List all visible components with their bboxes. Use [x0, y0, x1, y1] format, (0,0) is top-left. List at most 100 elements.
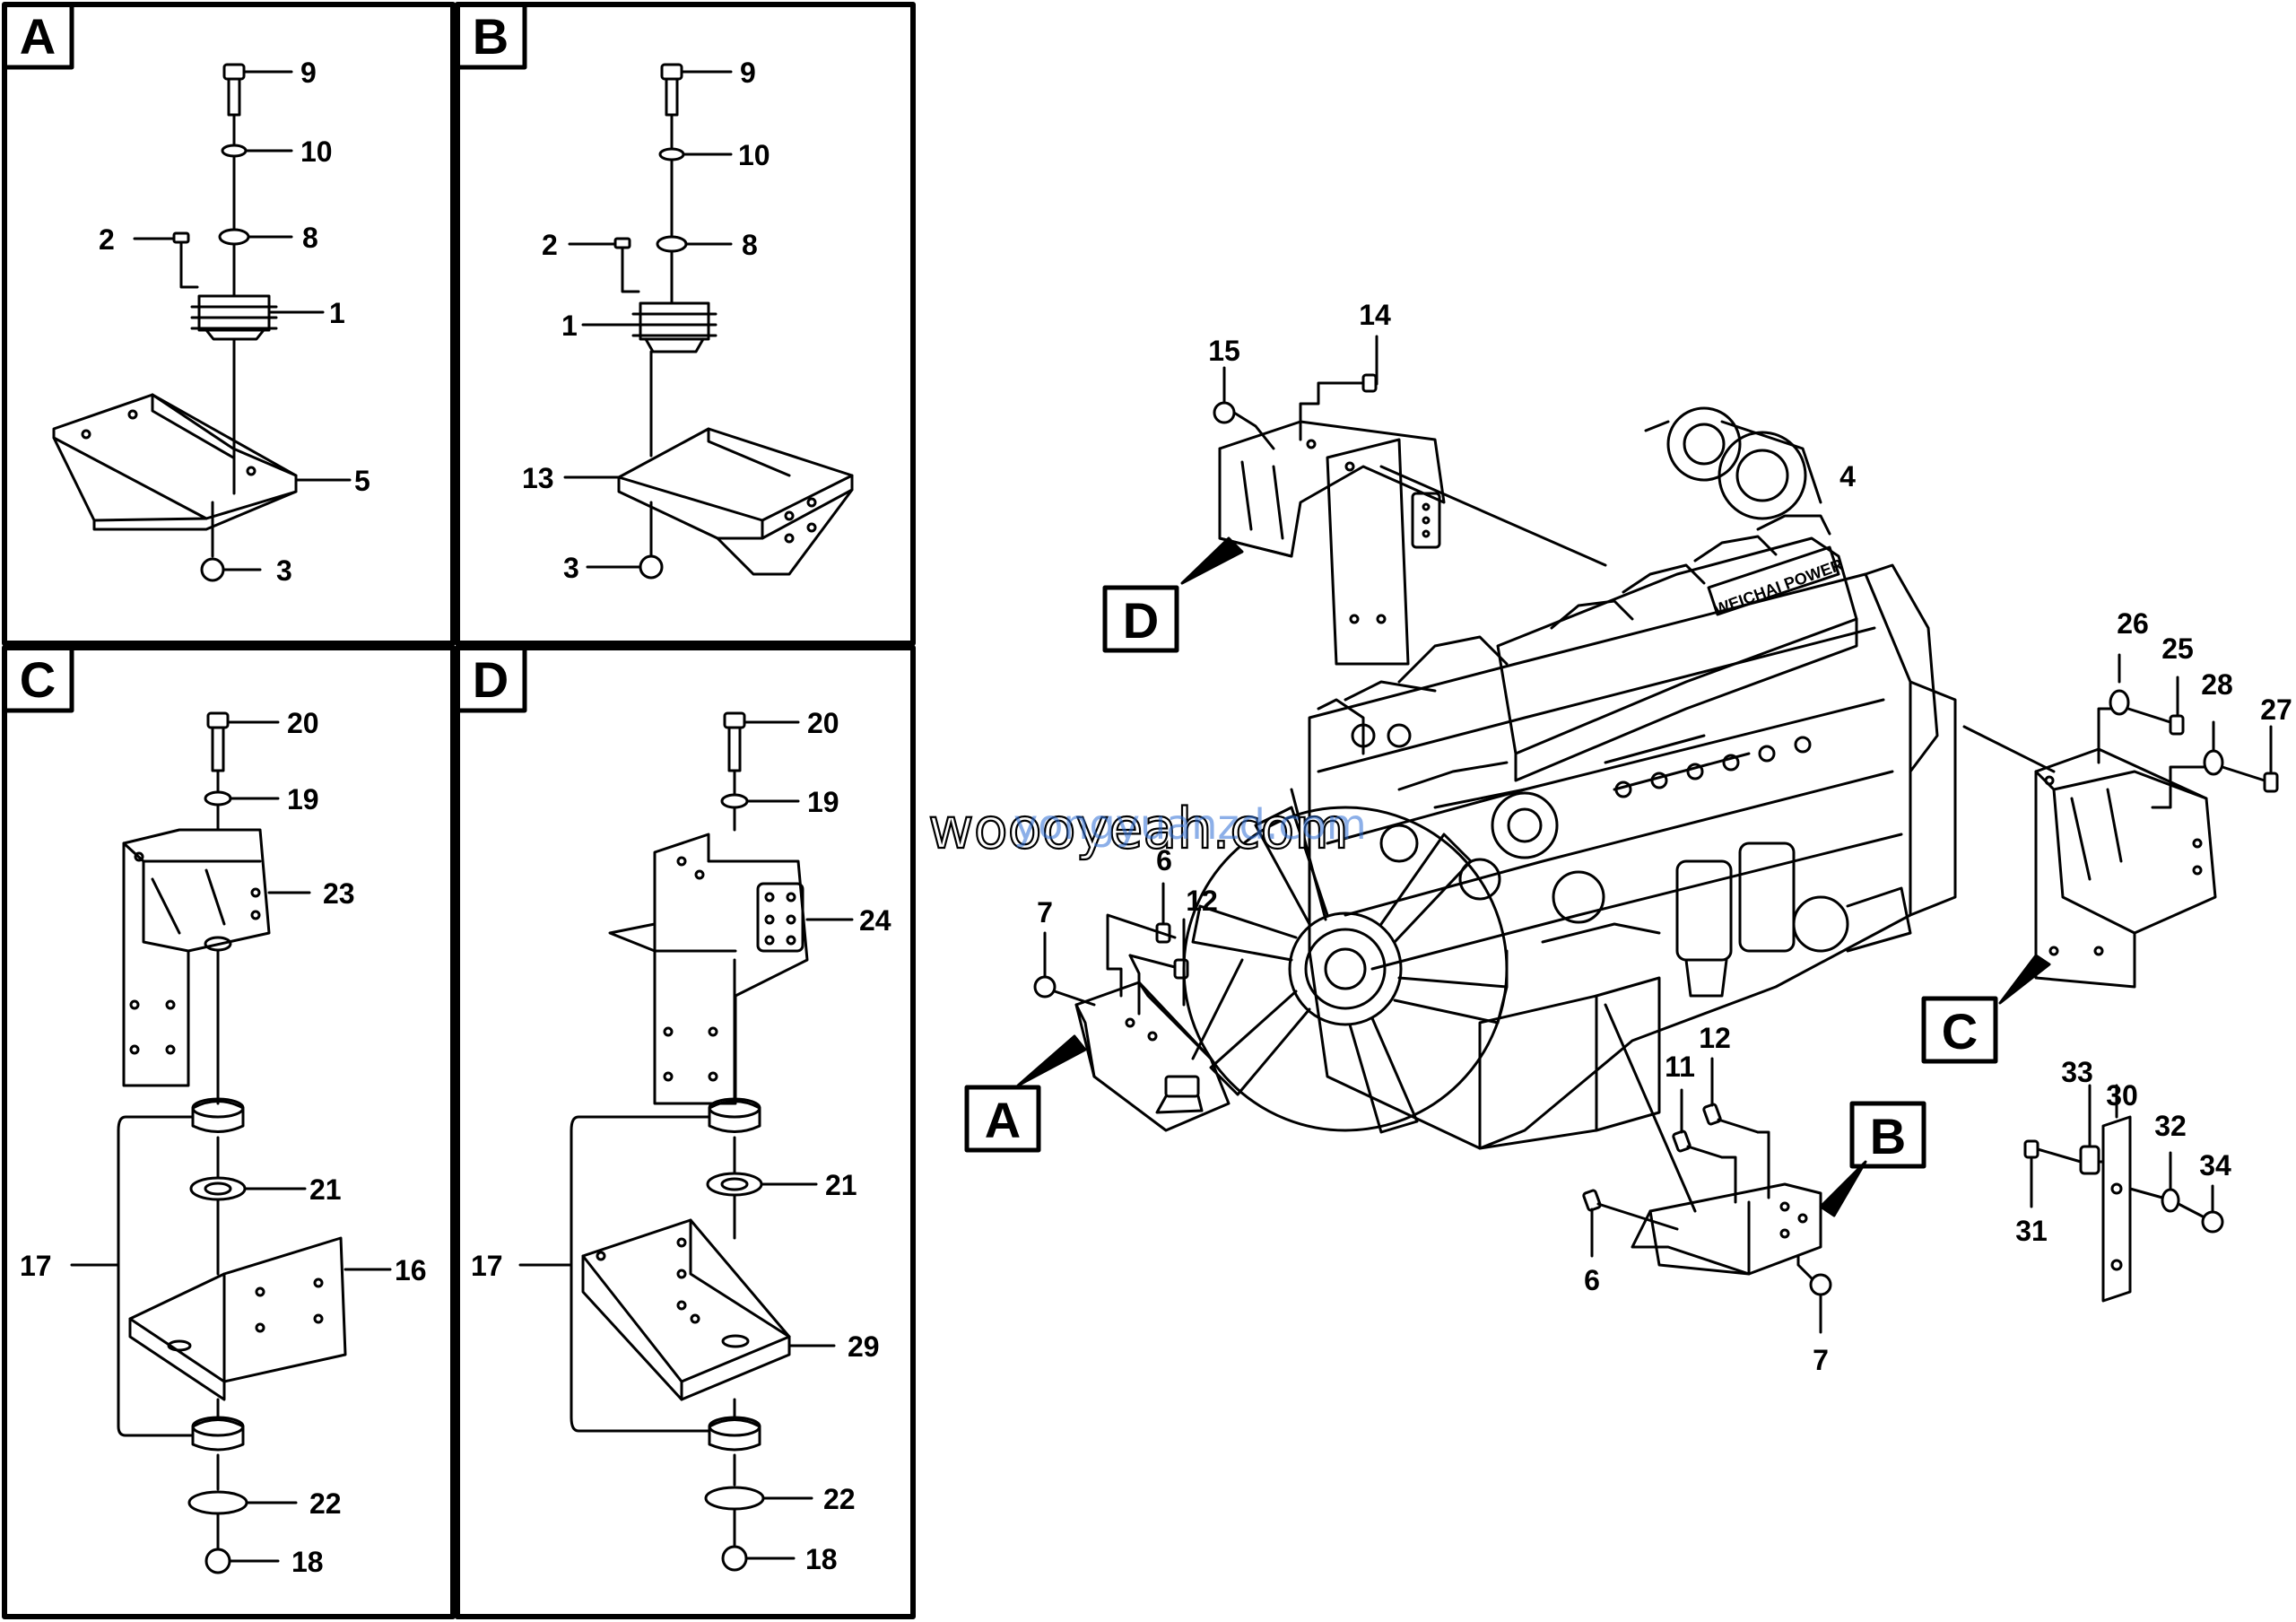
nut-icon [2201, 1210, 2224, 1234]
part-number-label: 20 [807, 707, 839, 739]
bracket-c-assembly [1962, 653, 2279, 1005]
bracket-icon [128, 1236, 347, 1401]
washer-icon [720, 793, 749, 809]
part-number-label: 25 [2161, 632, 2194, 665]
part-number-label: 9 [740, 57, 756, 89]
rubber-mount-icon [708, 1097, 761, 1133]
part-number-label: 9 [300, 57, 317, 89]
part-number-label: 28 [2201, 668, 2233, 701]
part-number-label: 8 [302, 222, 318, 254]
rubber-mount-icon [190, 294, 278, 341]
callout-pointer [1016, 1034, 1087, 1087]
nut-icon [1033, 975, 1057, 998]
panel-letter-c: C [20, 651, 56, 708]
bolt-icon [206, 711, 230, 772]
part-number-label: 2 [542, 229, 558, 261]
part-number-label: 7 [1037, 896, 1053, 929]
washer-icon [2161, 1188, 2180, 1213]
turbocharger-icon [1644, 406, 1822, 520]
washer-icon [221, 144, 248, 158]
part-number-label: 10 [738, 139, 770, 171]
bolt-icon [1146, 922, 1177, 944]
part-number-label: 10 [300, 135, 333, 168]
part-number-label: 4 [1839, 460, 1856, 493]
bolt-icon [1128, 954, 1189, 980]
engine-assembly [1182, 406, 1957, 1150]
nut-icon [1809, 1273, 1832, 1296]
part-number-label: 3 [563, 552, 579, 584]
part-number-label: 5 [354, 465, 370, 497]
panel-b [563, 63, 854, 580]
part-number-label: 21 [825, 1169, 857, 1201]
bolt-icon [2221, 765, 2279, 793]
washer-icon [658, 147, 685, 161]
part-number-label: 34 [2199, 1149, 2231, 1182]
part-number-label: 17 [20, 1250, 52, 1282]
panel-c [70, 711, 392, 1574]
callout-letter-b: B [1870, 1108, 1906, 1164]
group-bracket-17 [117, 1115, 195, 1437]
part-number-label: 30 [2106, 1079, 2138, 1112]
panel-letter-d: D [473, 651, 509, 708]
part-number-label: 31 [2015, 1215, 2048, 1247]
bracket-icon [52, 393, 298, 531]
nut-icon [639, 554, 664, 580]
panel-letter-boxes [2, 2, 527, 713]
bolt-icon [2023, 1139, 2083, 1164]
washer-icon [204, 790, 232, 807]
panel-letter-b: B [473, 8, 509, 65]
washer-icon [2203, 749, 2224, 776]
part-number-label: 6 [1156, 844, 1172, 876]
spacer-icon [2079, 1084, 2100, 1175]
part-number-label: 23 [323, 877, 355, 910]
panel-letter-a: A [20, 8, 56, 65]
screw-icon [613, 237, 631, 280]
part-number-label: 7 [1813, 1344, 1829, 1376]
part-number-label: 15 [1208, 335, 1240, 367]
bracket-a-assembly [1016, 882, 1244, 1132]
bolt-icon [2126, 707, 2185, 736]
bolt-icon [660, 63, 683, 117]
washer-icon [706, 1172, 763, 1197]
callout-pointer [1819, 1160, 1867, 1217]
nut-icon [204, 1548, 231, 1574]
engine-block [1308, 563, 1957, 1150]
fan-icon [1182, 788, 1509, 1134]
part-number-label: 22 [823, 1483, 856, 1515]
small-parts-group [2023, 1084, 2224, 1303]
washer-icon [704, 1486, 765, 1511]
panel-a [52, 63, 352, 582]
callout-letter-a: A [985, 1092, 1021, 1148]
nut-icon [721, 1545, 748, 1572]
part-number-label: 18 [291, 1546, 324, 1578]
callout-pointer [1998, 954, 2051, 1005]
callout-letter-c: C [1942, 1003, 1978, 1060]
part-number-label: 24 [859, 904, 891, 937]
brand-plate [1707, 545, 1840, 616]
rubber-mount-icon [631, 301, 718, 353]
part-number-label: 33 [2061, 1056, 2093, 1088]
watermark-overlay-text: yongyuanzd.com [1013, 800, 1367, 849]
part-number-label: 16 [395, 1254, 427, 1286]
bolt-icon [1672, 1129, 1724, 1159]
panel-d [518, 711, 854, 1572]
bracket-icon [581, 1218, 791, 1401]
part-number-label: 2 [99, 223, 115, 256]
callout-letter-d: D [1123, 592, 1159, 649]
washer-icon [189, 1176, 247, 1201]
bracket-icon [617, 427, 854, 576]
callout-pointer [1180, 536, 1244, 585]
part-number-label: 11 [1665, 1051, 1695, 1083]
part-number-label: 8 [742, 229, 758, 261]
bolt-icon [1702, 1103, 1760, 1134]
bracket-icon [122, 828, 271, 1087]
callout-boxes [964, 585, 1998, 1169]
nut-icon [200, 557, 225, 582]
washer-icon [656, 235, 688, 253]
part-number-label: 14 [1359, 299, 1391, 331]
part-number-label: 20 [287, 707, 319, 739]
group-bracket-17 [570, 1115, 711, 1433]
rubber-mount-icon [191, 1416, 245, 1452]
part-number-label: 29 [848, 1330, 880, 1363]
